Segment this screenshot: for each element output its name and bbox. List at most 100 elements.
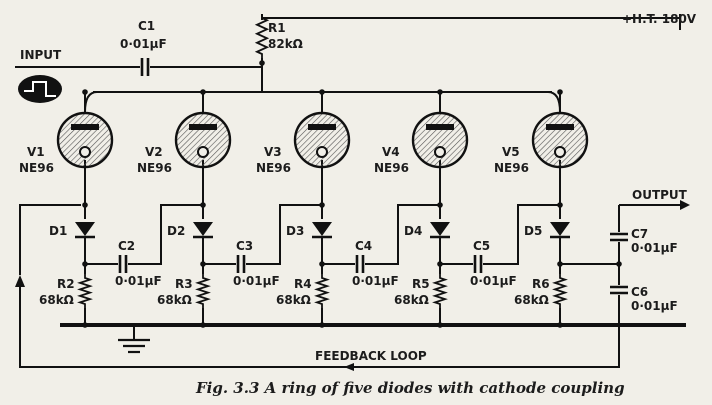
junction-dot: [557, 202, 563, 208]
resistor-value: 68kΩ: [39, 293, 74, 307]
diode-2: [193, 222, 213, 239]
tube-cathode: [434, 146, 446, 158]
capacitor-value: 0·01µF: [233, 274, 280, 288]
junction-dot: [557, 261, 563, 267]
c7-name: C7: [631, 227, 648, 241]
junction-dot: [200, 322, 206, 328]
capacitor-name: C4: [355, 239, 372, 253]
pulse-waveform: [24, 81, 56, 97]
ht-rail: [261, 14, 681, 20]
tube-anode: [189, 124, 217, 130]
resistor-3: [314, 274, 330, 308]
tube-3: [293, 111, 351, 169]
junction-dot: [437, 322, 443, 328]
tube-anode: [71, 124, 99, 130]
coupling-capacitor-3: [236, 255, 246, 273]
diode-name: D1: [49, 224, 67, 238]
junction-dot: [82, 202, 88, 208]
feedback-to-v1: [19, 204, 81, 275]
r1-value: 82kΩ: [268, 37, 303, 51]
c1-name: C1: [138, 19, 155, 33]
wire: [84, 91, 98, 113]
diode-3: [312, 222, 332, 239]
resistor-5: [552, 274, 568, 308]
r1-name: R1: [268, 21, 286, 35]
resistor-4: [432, 274, 448, 308]
coupling-capacitor-5: [473, 255, 483, 273]
capacitor-value: 0·01µF: [470, 274, 517, 288]
c1-capacitor: [140, 58, 150, 76]
junction-dot: [82, 89, 88, 95]
diode-triangle: [550, 222, 570, 236]
diode-name: D2: [167, 224, 185, 238]
tube-type: NE96: [374, 161, 409, 175]
resistor-name: R4: [294, 277, 312, 291]
feedback-arrow-icon: [15, 275, 25, 287]
tube-envelope: [56, 111, 114, 169]
tube-1: [56, 111, 114, 169]
coupling-to-next: [483, 204, 560, 265]
junction-dot: [437, 89, 443, 95]
junction-dot: [82, 322, 88, 328]
diode-name: D3: [286, 224, 304, 238]
diode-triangle: [430, 222, 450, 236]
tube-2: [174, 111, 232, 169]
figure-caption: Fig. 3.3 A ring of five diodes with cath…: [195, 379, 625, 397]
tube-name: V5: [502, 145, 520, 159]
tube-name: V2: [145, 145, 163, 159]
r1-resistor: [254, 14, 270, 58]
tube-anode: [308, 124, 336, 130]
junction-dot: [319, 322, 325, 328]
components: V1NE96D1R268kΩC20·01µFV2NE96D2R368kΩC30·…: [15, 14, 690, 371]
resistor-value: 68kΩ: [394, 293, 429, 307]
c6-capacitor: [610, 285, 628, 295]
tube-anode: [546, 124, 574, 130]
tube-type: NE96: [494, 161, 529, 175]
tube-cathode: [316, 146, 328, 158]
tube-anode: [426, 124, 454, 130]
junction-dot: [200, 261, 206, 267]
tube-type: NE96: [256, 161, 291, 175]
v5-cathode-tap: [517, 204, 560, 264]
diode-triangle: [75, 222, 95, 236]
junction-dot: [319, 202, 325, 208]
junction-dot: [319, 89, 325, 95]
coupling-to-next: [246, 204, 322, 265]
c7-capacitor: [610, 232, 628, 242]
wire: [547, 91, 561, 113]
coupling-capacitor-4: [355, 255, 365, 273]
feedback-direction-icon: [344, 363, 354, 371]
resistor-name: R6: [532, 277, 550, 291]
capacitor-name: C2: [118, 239, 135, 253]
tube-cathode: [554, 146, 566, 158]
input-pulse-icon: [18, 75, 62, 103]
resistor-1: [77, 274, 93, 308]
tube-envelope: [531, 111, 589, 169]
resistor-value: 68kΩ: [157, 293, 192, 307]
capacitor-name: C3: [236, 239, 253, 253]
ht-supply-label: +H.T. 180V: [622, 12, 697, 26]
tube-type: NE96: [19, 161, 54, 175]
junction-dot: [259, 60, 265, 66]
diode-triangle: [312, 222, 332, 236]
tube-name: V4: [382, 145, 400, 159]
tube-cathode: [197, 146, 209, 158]
resistor-value: 68kΩ: [514, 293, 549, 307]
diode-4: [430, 222, 450, 239]
resistor-name: R3: [175, 277, 193, 291]
c1-value: 0·01µF: [120, 37, 167, 51]
junction-dot: [616, 261, 622, 267]
diode-5: [550, 222, 570, 239]
c6-value: 0·01µF: [631, 299, 678, 313]
coupling-to-next: [365, 204, 440, 265]
tube-envelope: [293, 111, 351, 169]
diode-name: D4: [404, 224, 422, 238]
tube-envelope: [174, 111, 232, 169]
c6-name: C6: [631, 285, 648, 299]
resistor-name: R2: [57, 277, 75, 291]
tube-name: V3: [264, 145, 282, 159]
junction-dot: [557, 322, 563, 328]
diode-1: [75, 222, 95, 239]
capacitor-name: C5: [473, 239, 490, 253]
tube-type: NE96: [137, 161, 172, 175]
